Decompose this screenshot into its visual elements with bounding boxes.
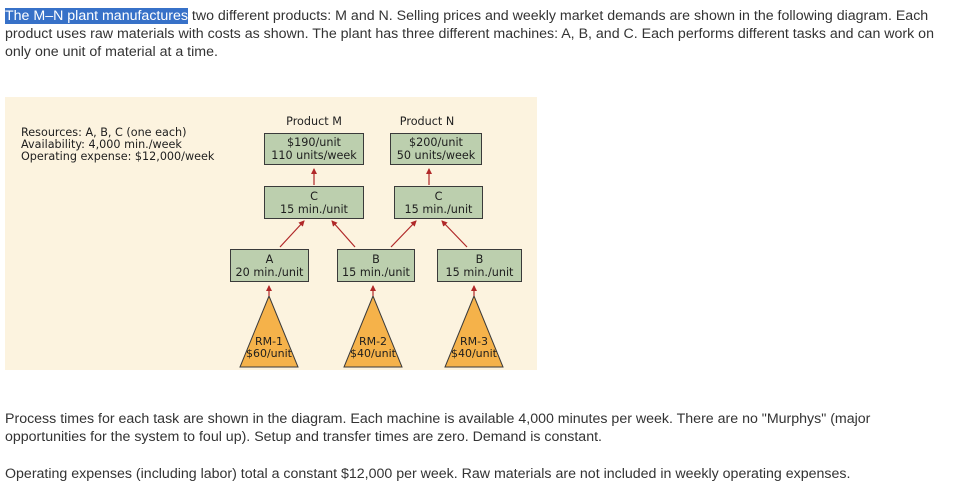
rm1-label: RM-1 $60/unit [239,336,299,360]
product-n-title: Product N [399,115,455,128]
arrow-b1-to-cm [331,220,356,248]
rm2-label: RM-2 $40/unit [343,336,403,360]
machine-b-name: B [475,253,484,266]
selected-text: The M–N plant manufactures [5,8,188,24]
operating-expense-line: Operating expense: $12,000/week [21,150,215,163]
machine-c-time: 15 min./unit [280,203,348,216]
rm2-name: RM-2 [358,335,388,348]
availability-line: Availability: 4,000 min./week [21,138,182,151]
intro-paragraph: The M–N plant manufactures two different… [5,7,945,61]
product-n-box: $200/unit 50 units/week [390,133,482,165]
product-m-demand: 110 units/week [271,149,357,162]
machine-c-product-n: C 15 min./unit [394,186,483,219]
rm3-label: RM-3 $40/unit [444,336,504,360]
product-m-title: Product M [286,115,342,128]
diagram-graphics [239,168,504,368]
process-times-paragraph: Process times for each task are shown in… [5,411,871,445]
machine-a-name: A [265,253,274,266]
rm1-triangle [239,294,299,368]
machine-c-name: C [434,190,443,203]
operating-expenses-paragraph: Operating expenses (including labor) tot… [5,466,851,482]
arrow-b2-to-cn [441,220,468,248]
machine-b-time: 15 min./unit [342,266,410,279]
machine-c-product-m: C 15 min./unit [264,186,364,219]
machine-a: A 20 min./unit [230,249,309,282]
machine-c-time: 15 min./unit [404,203,473,216]
machine-b-name: B [372,253,380,266]
rm3-name: RM-3 [459,335,489,348]
rm3-triangle [444,294,504,368]
machine-b-second: B 15 min./unit [437,249,522,282]
product-m-box: $190/unit 110 units/week [264,133,364,165]
rm1-cost: $60/unit [245,347,292,360]
arrow-a-to-cm [279,220,305,248]
process-flow-diagram: Resources: A, B, C (one each) Availabili… [5,97,537,370]
rm2-triangle [343,294,403,368]
resources-line: Resources: A, B, C (one each) [21,126,187,139]
product-m-price: $190/unit [287,136,341,149]
product-n-demand: 50 units/week [396,149,476,162]
machine-c-name: C [310,190,318,203]
machine-a-time: 20 min./unit [235,266,304,279]
machine-b-first: B 15 min./unit [337,249,415,282]
rm3-cost: $40/unit [450,347,497,360]
rm1-name: RM-1 [254,335,284,348]
product-n-price: $200/unit [409,136,463,149]
intro-text: two different products: M and N. Selling… [5,8,934,60]
arrow-b1-to-cn [390,220,417,248]
rm2-cost: $40/unit [349,347,396,360]
machine-b-time: 15 min./unit [445,266,514,279]
